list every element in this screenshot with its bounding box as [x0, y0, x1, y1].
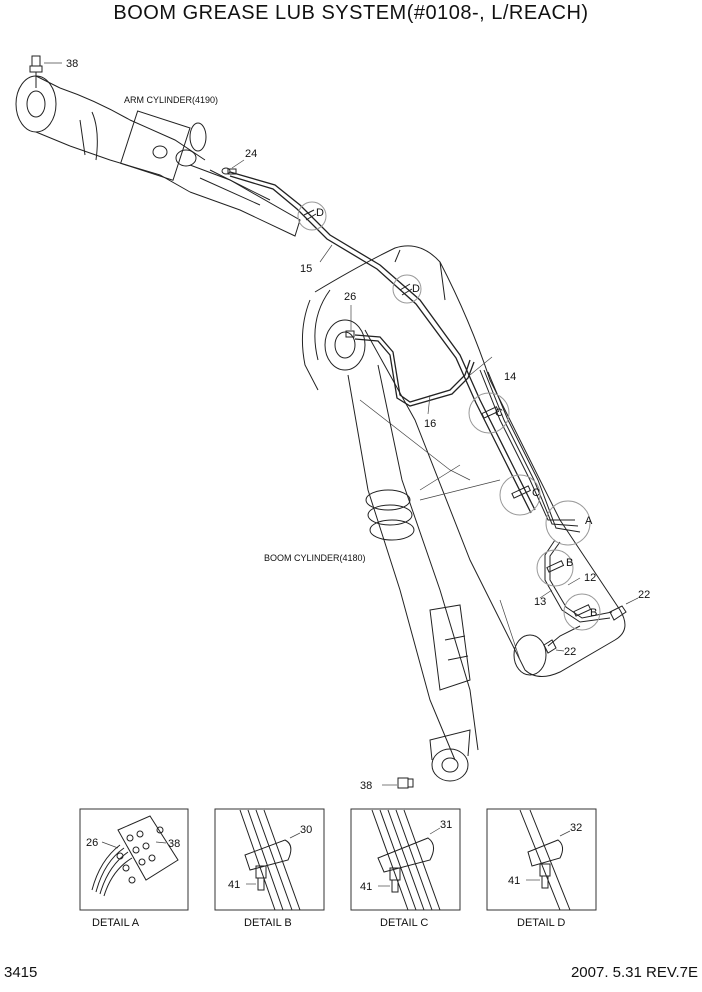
part-14: 14: [504, 371, 516, 383]
leader-lines: [319, 244, 581, 599]
marker-d-1: D: [316, 207, 324, 219]
detail-b-part-41: 41: [228, 879, 240, 891]
detail-d-caption: DETAIL D: [517, 917, 565, 929]
part-15: 15: [300, 263, 312, 275]
detail-d-part-32: 32: [570, 822, 582, 834]
detail-c: 31 41: [350, 808, 461, 911]
marker-d-2: D: [412, 283, 420, 295]
marker-b-2: B: [590, 607, 597, 619]
arm-cylinder-label: ARM CYLINDER(4190): [124, 95, 218, 105]
marker-b-1: B: [566, 557, 573, 569]
boom-body: [301, 245, 626, 677]
grease-lines: [229, 171, 613, 647]
part-22-b: 22: [564, 646, 576, 658]
fittings: [221, 159, 639, 654]
detail-b: 30 41: [214, 808, 325, 911]
revision-date: 2007. 5.31 REV.7E: [570, 964, 698, 981]
page-title: BOOM GREASE LUB SYSTEM(#0108-, L/REACH): [113, 2, 589, 24]
part-13: 13: [534, 596, 546, 608]
marker-c-1: C: [495, 407, 503, 419]
detail-d: 32 41: [486, 808, 597, 911]
part-38-top: 38: [66, 58, 78, 70]
grease-fitting-38-top: [29, 55, 62, 88]
detail-a-caption: DETAIL A: [92, 917, 140, 929]
detail-circles: [297, 201, 601, 631]
detail-d-part-41: 41: [508, 875, 520, 887]
marker-c-2: C: [532, 487, 540, 499]
detail-c-part-41: 41: [360, 881, 372, 893]
arm-cylinder: [15, 75, 301, 237]
detail-c-caption: DETAIL C: [380, 917, 428, 929]
detail-b-caption: DETAIL B: [244, 917, 292, 929]
detail-c-part-31: 31: [440, 819, 452, 831]
marker-a: A: [585, 515, 593, 527]
part-38-bottom: 38: [360, 780, 372, 792]
detail-b-part-30: 30: [300, 824, 312, 836]
part-26: 26: [344, 291, 356, 303]
boom-cylinder-label: BOOM CYLINDER(4180): [264, 553, 366, 563]
page-number: 3415: [4, 964, 38, 981]
part-12: 12: [584, 572, 596, 584]
boom-cylinder: [347, 364, 479, 782]
detail-a-part-26: 26: [86, 837, 98, 849]
detail-a-part-38: 38: [168, 838, 180, 850]
grease-fitting-38-bottom: [382, 777, 414, 789]
part-16: 16: [424, 418, 436, 430]
part-24: 24: [245, 148, 257, 160]
detail-a: 26 38: [79, 808, 189, 911]
part-22-a: 22: [638, 589, 650, 601]
